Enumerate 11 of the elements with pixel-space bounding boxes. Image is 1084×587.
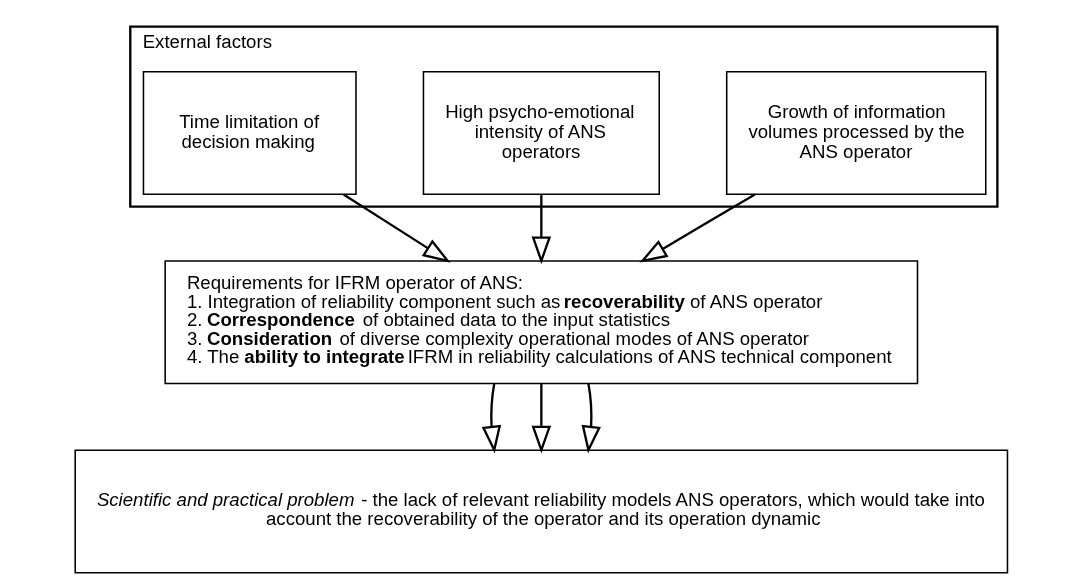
node-box: Time limitation of decision making xyxy=(142,70,357,195)
arrow xyxy=(342,193,451,263)
node-box: Growth of information volumes processed by the ANS operator xyxy=(725,70,987,195)
node-box: Requirements for IFRM operator of ANS: 1. Integration of reliability component such as recoverability of ANS operator 2. Correspondence of obtained data to the input statistics 3. Consideration of diverse complexity operational modes of ANS operator 4. The ability to integrate IFRM in reliability calculations of ANS technical component xyxy=(163,260,918,385)
arrow xyxy=(639,193,755,263)
arrow xyxy=(531,194,551,265)
arrow xyxy=(581,383,601,454)
arrow xyxy=(481,383,501,454)
node-box: High psycho-emotional intensity of ANS operators xyxy=(422,70,660,195)
arrow xyxy=(531,383,551,454)
node-box: Scientific and practical problem - the lack of relevant reliability models ANS operators, which would take into account the recoverability of the operator and its operation dynamic xyxy=(73,449,1008,574)
